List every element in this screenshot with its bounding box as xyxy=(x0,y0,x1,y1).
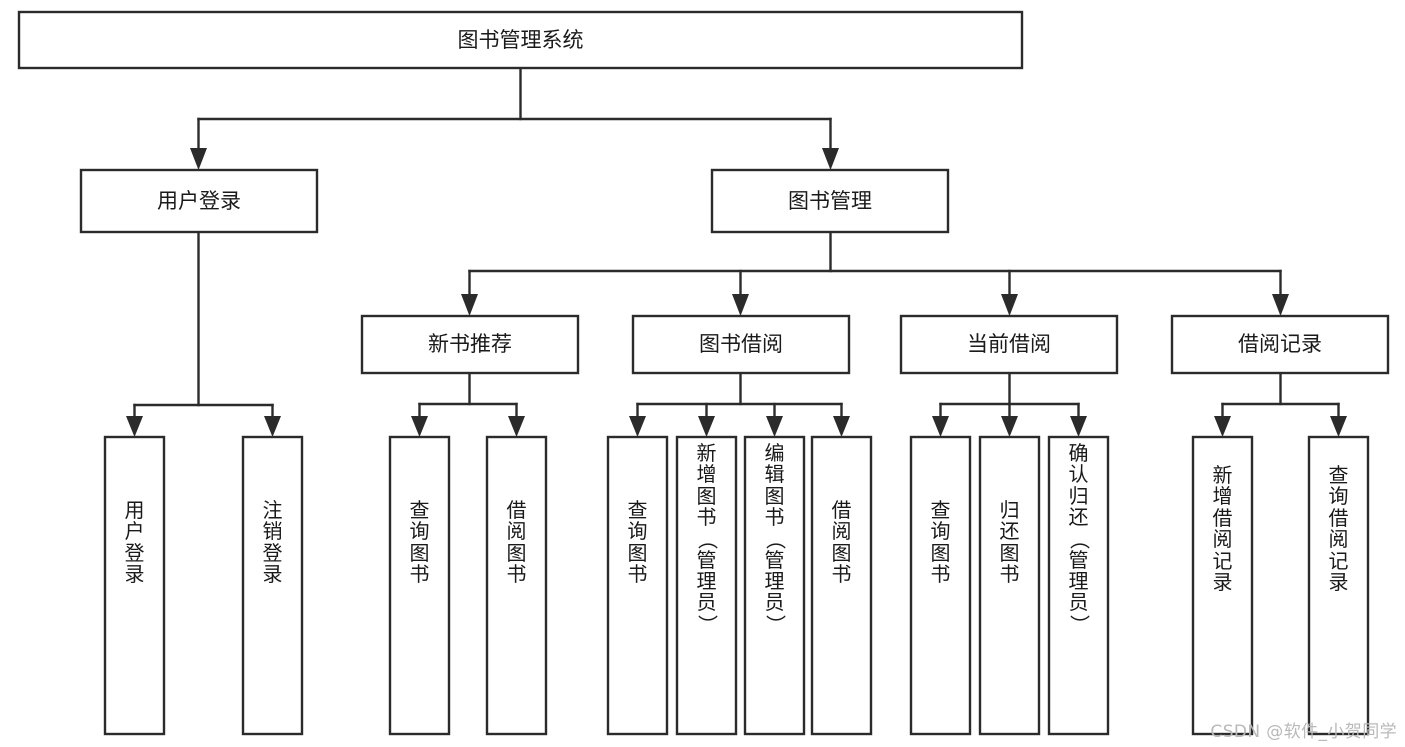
node-book-borrow-label: 图书借阅 xyxy=(699,332,783,356)
node-borrow-record[interactable]: 借阅记录 xyxy=(1170,314,1390,375)
leaf-box-book-borrow-1[interactable] xyxy=(675,435,738,736)
arrow-head-icon xyxy=(732,294,749,316)
arrow-head-icon xyxy=(1070,416,1087,437)
connector-currentborrow-to-leaves xyxy=(932,371,1087,437)
node-root-system-label: 图书管理系统 xyxy=(458,28,584,52)
connector-userlogin-to-leaves xyxy=(126,230,281,437)
leaf-box-user-login-0[interactable] xyxy=(103,435,166,736)
connector-root-to-level2 xyxy=(190,66,839,170)
node-root-system[interactable]: 图书管理系统 xyxy=(17,10,1024,70)
node-book-management[interactable]: 图书管理 xyxy=(710,168,950,234)
leaf-box-book-borrow-2[interactable] xyxy=(743,435,806,736)
node-user-login[interactable]: 用户登录 xyxy=(79,168,319,234)
leaf-box-new-book-0[interactable] xyxy=(388,435,451,736)
node-borrow-record-label: 借阅记录 xyxy=(1238,332,1322,356)
arrow-head-icon xyxy=(264,416,281,437)
arrow-head-icon xyxy=(461,294,478,316)
arrow-head-icon xyxy=(1001,416,1018,437)
arrow-head-icon xyxy=(1001,294,1018,316)
arrow-head-icon xyxy=(822,148,839,170)
arrow-head-icon xyxy=(932,416,949,437)
arrow-head-icon xyxy=(1272,294,1289,316)
leaf-box-current-borrow-1[interactable] xyxy=(978,435,1041,736)
arrow-head-icon xyxy=(411,416,428,437)
connector-newbook-to-leaves xyxy=(411,371,525,437)
node-book-management-label: 图书管理 xyxy=(788,189,872,213)
arrow-head-icon xyxy=(629,416,646,437)
node-new-book-recommend-label: 新书推荐 xyxy=(428,332,512,356)
leaf-box-user-login-1[interactable] xyxy=(241,435,304,736)
arrow-head-icon xyxy=(766,416,783,437)
arrow-head-icon xyxy=(698,416,715,437)
node-current-borrow-label: 当前借阅 xyxy=(967,332,1051,356)
arrow-head-icon xyxy=(833,416,850,437)
leaf-box-current-borrow-2[interactable] xyxy=(1047,435,1110,736)
leaf-box-book-borrow-0[interactable] xyxy=(606,435,669,736)
node-new-book-recommend[interactable]: 新书推荐 xyxy=(360,314,580,375)
node-user-login-label: 用户登录 xyxy=(157,189,241,213)
leaf-box-current-borrow-0[interactable] xyxy=(909,435,972,736)
leaf-box-book-borrow-3[interactable] xyxy=(810,435,873,736)
connector-borrowrecord-to-leaves xyxy=(1214,371,1347,437)
arrow-head-icon xyxy=(1330,416,1347,437)
node-book-borrow[interactable]: 图书借阅 xyxy=(631,314,851,375)
arrow-head-icon xyxy=(126,416,143,437)
leaf-box-borrow-record-0[interactable] xyxy=(1191,435,1254,736)
leaf-box-new-book-1[interactable] xyxy=(485,435,548,736)
node-current-borrow[interactable]: 当前借阅 xyxy=(899,314,1119,375)
arrow-head-icon xyxy=(1214,416,1231,437)
connector-bookborrow-to-leaves xyxy=(629,371,850,437)
connector-bookmgmt-to-level3 xyxy=(461,230,1289,316)
arrow-head-icon xyxy=(190,148,207,170)
leaf-box-borrow-record-1[interactable] xyxy=(1307,435,1370,736)
arrow-head-icon xyxy=(508,416,525,437)
